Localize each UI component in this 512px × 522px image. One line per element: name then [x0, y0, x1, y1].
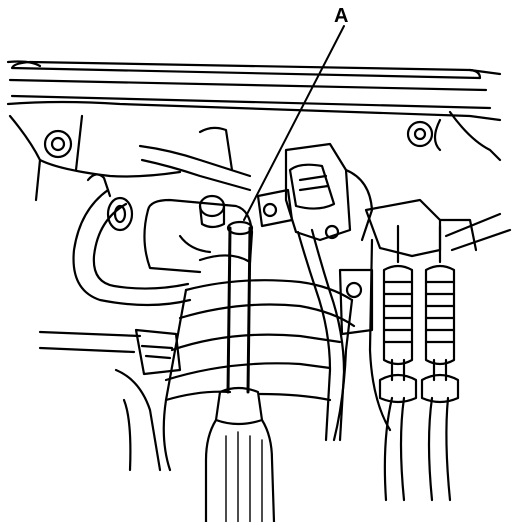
manifold-body — [8, 110, 502, 202]
manifold-upper-bars — [6, 60, 502, 122]
coolant-hose-left — [72, 144, 252, 307]
screwdriver — [204, 220, 276, 522]
callout-a-leader — [243, 25, 345, 221]
throttle-body — [143, 194, 254, 274]
cable-adjuster-left — [378, 224, 418, 502]
center-pipe — [296, 228, 346, 442]
callout-label-a: A — [334, 5, 348, 27]
cable-adjuster-right — [420, 224, 460, 502]
intake-duct — [162, 279, 356, 472]
hose-clip-bracket — [38, 328, 182, 472]
